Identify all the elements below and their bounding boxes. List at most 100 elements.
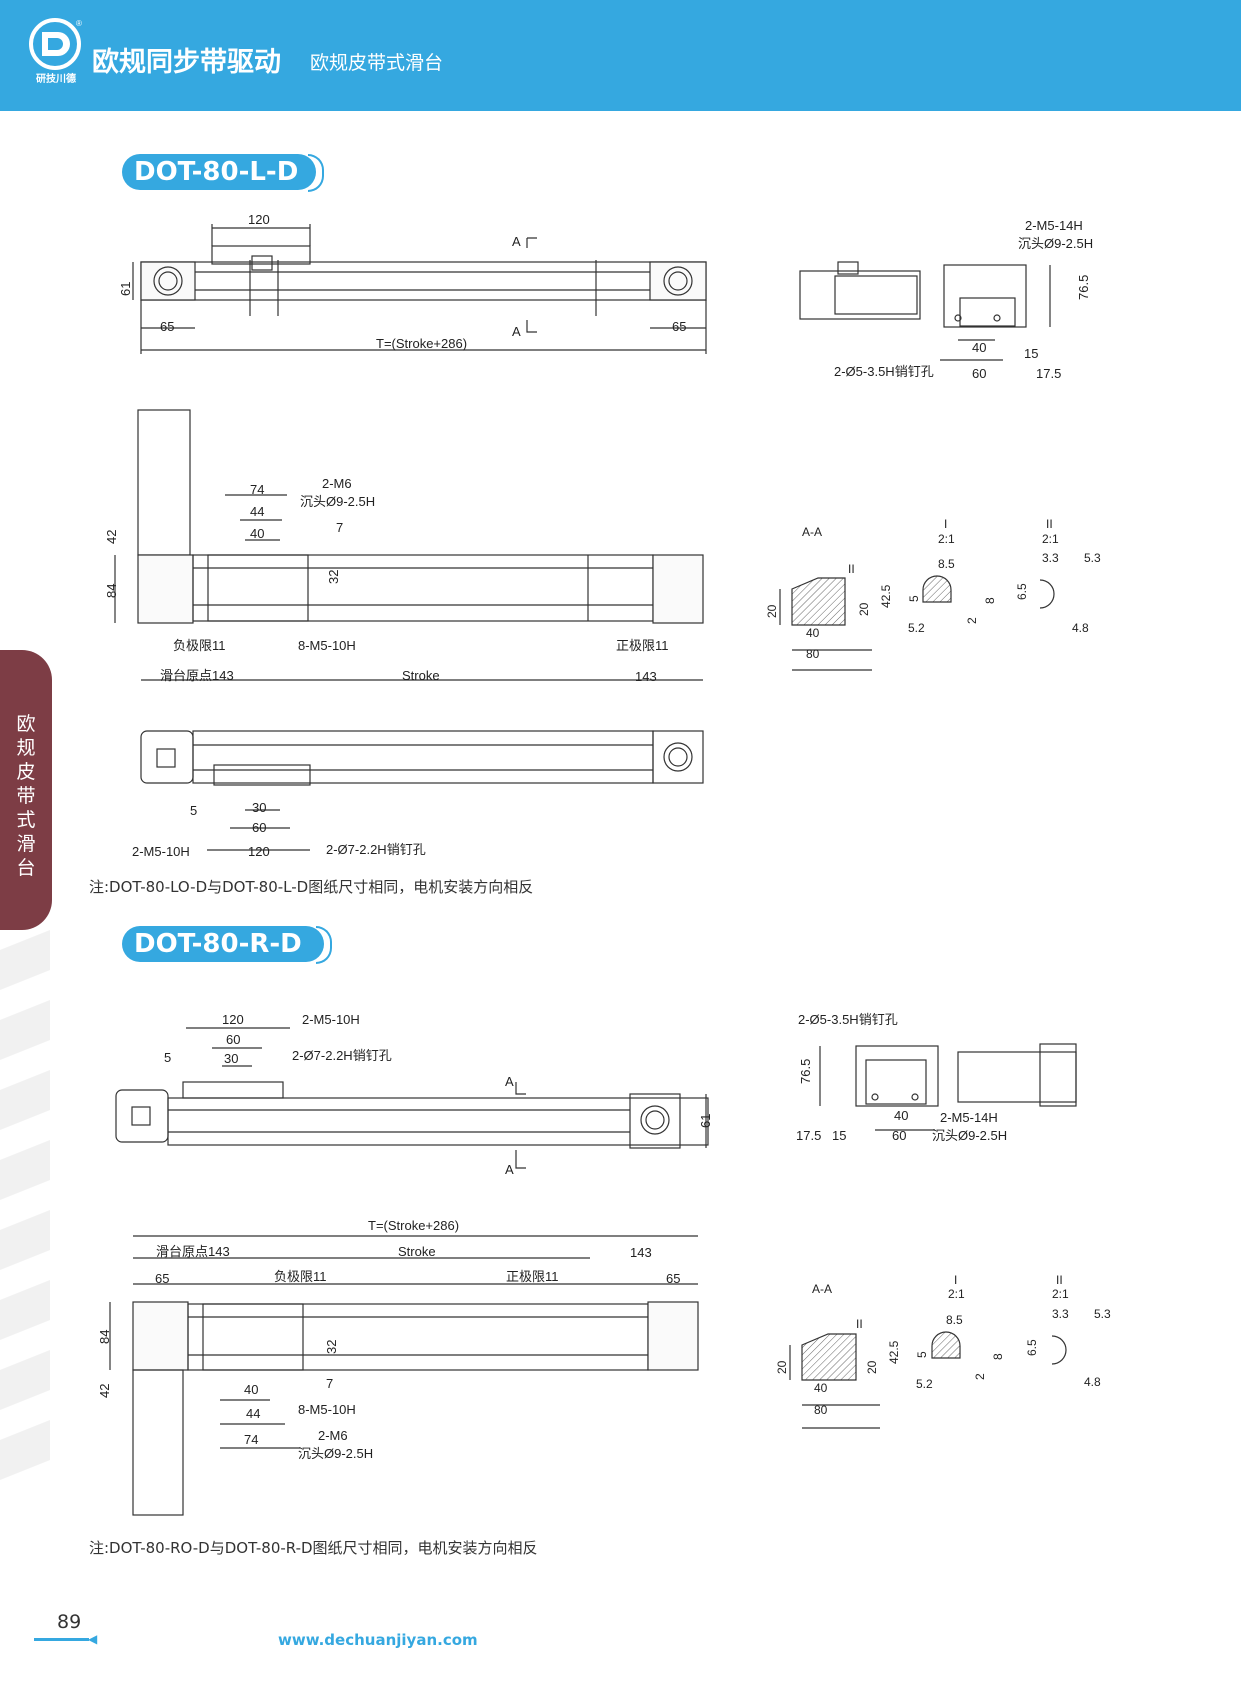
side-44: 44 [250, 504, 264, 519]
dim-61: 61 [118, 282, 133, 296]
bottom-m5: 2-M5-10H [132, 844, 190, 859]
r-roman2-mark: II [856, 1317, 863, 1331]
end-pin5: 2-Ø5-3.5H销钉孔 [834, 364, 934, 379]
r-roman2-title: II [1056, 1273, 1063, 1287]
side-m5-8: 8-M5-10H [298, 638, 356, 653]
bottom-60: 60 [252, 820, 266, 835]
r-side-84: 84 [97, 1330, 112, 1344]
side-74: 74 [250, 482, 264, 497]
bottom-30: 30 [252, 800, 266, 815]
r-end-765: 76.5 [798, 1059, 813, 1084]
page-header: ® 研技川德 欧规同步带驱动 欧规皮带式滑台 [0, 0, 1241, 111]
r-d2-65: 6.5 [1025, 1339, 1039, 1356]
r-aa-40: 40 [814, 1381, 828, 1395]
side-sink: 沉头Ø9-2.5H [300, 494, 375, 509]
r-d2-53: 5.3 [1094, 1307, 1111, 1321]
r-aa-label: A-A [812, 1282, 832, 1296]
dim-total-1: T=(Stroke+286) [376, 336, 467, 351]
end-15: 15 [1024, 346, 1038, 361]
end-40: 40 [972, 340, 986, 355]
dim-65-left: 65 [160, 319, 174, 334]
r-d1-5: 5 [915, 1351, 929, 1358]
side-stroke: Stroke [402, 668, 440, 683]
end-60: 60 [972, 366, 986, 381]
side-143: 143 [635, 669, 657, 684]
note-section-1: 注:DOT-80-LO-D与DOT-80-L-D图纸尺寸相同，电机安装方向相反 [89, 878, 534, 896]
side-category-tab [0, 650, 52, 930]
header-title: 欧规同步带驱动 [92, 47, 281, 78]
r-top-61: 61 [698, 1114, 713, 1128]
r-side-143: 143 [630, 1245, 652, 1260]
r-side-origin: 滑台原点143 [156, 1244, 230, 1259]
r-side-stroke: Stroke [398, 1244, 436, 1259]
side-42: 42 [104, 530, 119, 544]
bottom-pin7: 2-Ø7-2.2H销钉孔 [326, 842, 426, 857]
r-end-40: 40 [894, 1108, 908, 1123]
side-40: 40 [250, 526, 264, 541]
d2-53: 5.3 [1084, 551, 1101, 565]
side-84: 84 [104, 584, 119, 598]
r-side-44: 44 [246, 1406, 260, 1421]
side-neg: 负极限11 [173, 638, 226, 653]
r-top-5: 5 [164, 1050, 171, 1065]
r-top-120: 120 [222, 1012, 244, 1027]
brand-logo-icon: ® [29, 18, 82, 70]
side-m6: 2-M6 [322, 476, 352, 491]
r-scale-1: 2:1 [948, 1287, 965, 1301]
website-link[interactable]: www.dechuanjiyan.com [278, 1631, 478, 1649]
d2-48: 4.8 [1072, 621, 1089, 635]
bottom-5: 5 [190, 803, 197, 818]
r-side-pos: 正极限11 [506, 1269, 559, 1284]
r-end-sink: 沉头Ø9-2.5H [932, 1128, 1007, 1143]
d1-85: 8.5 [938, 557, 955, 571]
side-origin: 滑台原点143 [160, 668, 234, 683]
r-aa-20b: 20 [865, 1360, 879, 1374]
model-tag-l: DOT-80-L-D [122, 154, 324, 192]
r-side-neg: 负极限11 [274, 1269, 327, 1284]
r-side-m6: 2-M6 [318, 1428, 348, 1443]
r-scale-2: 2:1 [1052, 1287, 1069, 1301]
end-175: 17.5 [1036, 366, 1061, 381]
r-end-pin5: 2-Ø5-3.5H销钉孔 [798, 1012, 898, 1027]
r-end-175: 17.5 [796, 1128, 821, 1143]
end-765: 76.5 [1076, 275, 1091, 300]
r-section-a-bottom: A [505, 1162, 514, 1177]
side-category-label: 欧规皮带式滑台 [16, 713, 36, 879]
r-side-40: 40 [244, 1382, 258, 1397]
r-d1-2: 2 [973, 1373, 987, 1380]
roman1-title: I [944, 517, 947, 531]
r-side-sink: 沉头Ø9-2.5H [298, 1446, 373, 1461]
r-top-m5: 2-M5-10H [302, 1012, 360, 1027]
r-side-65-left: 65 [155, 1271, 169, 1286]
r-side-total: T=(Stroke+286) [368, 1218, 459, 1233]
footer-line [34, 1638, 89, 1641]
aa-80: 80 [806, 647, 820, 661]
footer-arrow-icon: ◀ [88, 1632, 98, 1646]
logo-text: 研技川德 [36, 74, 76, 85]
r-aa-80: 80 [814, 1403, 828, 1417]
r-end-m5: 2-M5-14H [940, 1110, 998, 1125]
bottom-120: 120 [248, 844, 270, 859]
dim-65-right: 65 [672, 319, 686, 334]
r-end-15: 15 [832, 1128, 846, 1143]
r-side-74: 74 [244, 1432, 258, 1447]
r-end-60: 60 [892, 1128, 906, 1143]
r-side-65-right: 65 [666, 1271, 680, 1286]
dim-120-top: 120 [248, 212, 270, 227]
d2-33: 3.3 [1042, 551, 1059, 565]
aa-20: 20 [765, 604, 779, 618]
scale-2: 2:1 [1042, 532, 1059, 546]
end-m5: 2-M5-14H [1025, 218, 1083, 233]
r-top-pin7: 2-Ø7-2.2H销钉孔 [292, 1048, 392, 1063]
r-side-42: 42 [97, 1384, 112, 1398]
d1-52: 5.2 [908, 621, 925, 635]
d1-5: 5 [907, 595, 921, 602]
r-d1-85: 8.5 [946, 1313, 963, 1327]
r-section-a-top: A [505, 1074, 514, 1089]
d1-2: 2 [965, 617, 979, 624]
section-a-bottom: A [512, 324, 521, 339]
r-top-30: 30 [224, 1051, 238, 1066]
side-32: 32 [326, 570, 341, 584]
svg-text:®: ® [76, 19, 82, 28]
